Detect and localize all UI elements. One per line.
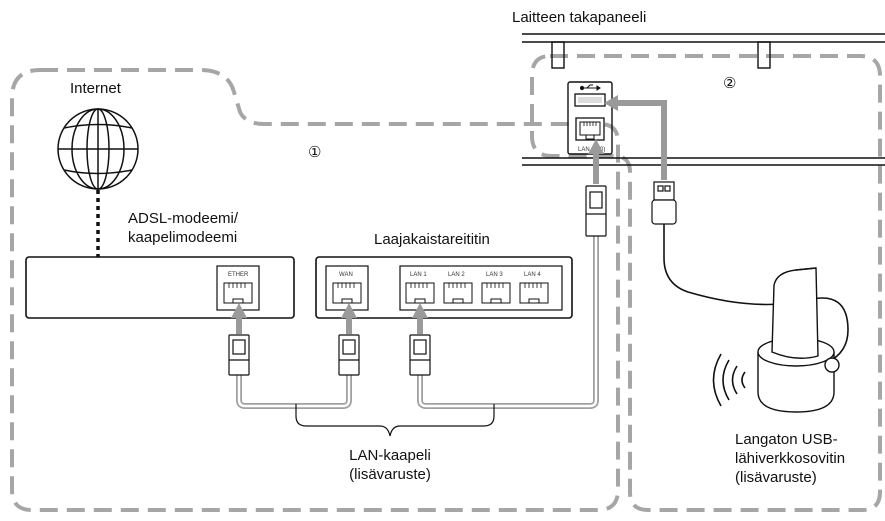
router-lan1-port[interactable]: [405, 282, 435, 304]
lan-cables: [236, 236, 599, 409]
modem-label-line2: kaapelimodeemi: [128, 229, 238, 246]
lan-plug-router-lan1: [409, 334, 431, 376]
rear-panel-label: Laitteen takapaneeli: [512, 9, 647, 26]
lan1-port-label: LAN 1: [410, 272, 427, 278]
router-wan-port[interactable]: [325, 265, 369, 311]
wireless-waves-icon: [712, 353, 746, 407]
internet-label: Internet: [70, 80, 121, 97]
adapter-label-line3: (lisävaruste): [735, 469, 817, 486]
lan3-port-label: LAN 3: [486, 272, 503, 278]
usb-wireless-adapter: [757, 267, 840, 413]
lan-cable-label-line2: (lisävaruste): [349, 466, 431, 483]
step-1-marker: ①: [308, 144, 321, 161]
lan-cable-label-line1: LAN-kaapeli: [349, 447, 431, 464]
adapter-label-line1: Langaton USB-: [735, 431, 838, 448]
step-2-marker: ②: [723, 75, 736, 92]
ether-port-label: ETHER: [228, 272, 249, 278]
device-lan-port[interactable]: [575, 117, 605, 141]
lan2-port-label: LAN 2: [448, 272, 465, 278]
adapter-label-line2: lähiverkkosovitin: [735, 450, 846, 467]
device-rear-panel: [522, 33, 885, 166]
router-lan2-port[interactable]: [443, 282, 473, 304]
lan-plug-device: [585, 185, 607, 237]
modem-label-line1: ADSL-modeemi/: [128, 210, 239, 227]
svg-text:②: ②: [723, 75, 736, 92]
region-wired-connection: [10, 68, 620, 512]
globe-icon: [57, 108, 139, 190]
lan4-port-label: LAN 4: [524, 272, 541, 278]
router-label: Laajakaistareititin: [374, 231, 490, 248]
wan-port-label: WAN: [339, 272, 353, 278]
router-lan4-port[interactable]: [519, 282, 549, 304]
lan-plug-router-wan: [338, 334, 360, 376]
router-lan3-port[interactable]: [481, 282, 511, 304]
cable-brace: [295, 404, 495, 437]
svg-text:①: ①: [308, 144, 321, 161]
usb-icon: [579, 84, 601, 91]
lan-plug-modem: [228, 334, 250, 376]
region-wireless-connection: [530, 54, 882, 512]
connection-arrows: [231, 95, 667, 334]
usb-plug: [651, 181, 677, 225]
